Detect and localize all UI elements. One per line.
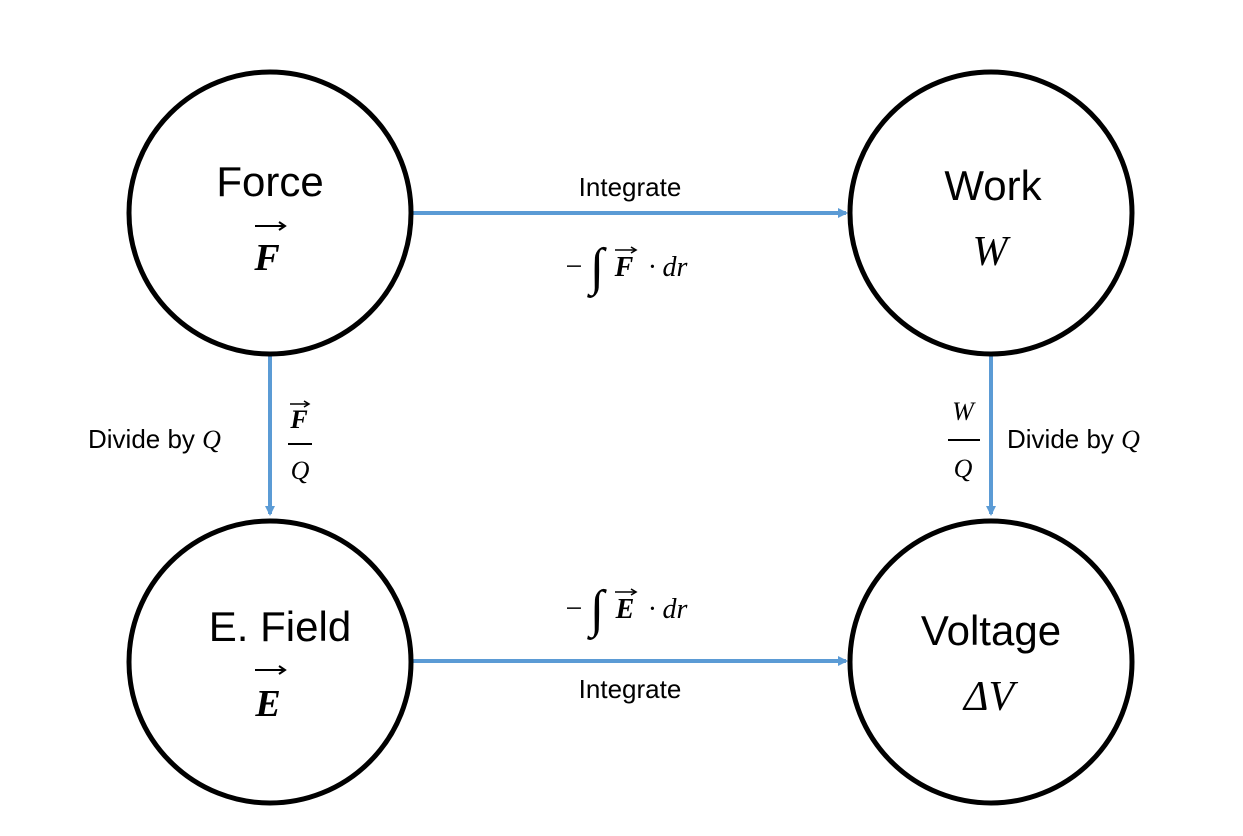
node-work: Work W: [847, 69, 1135, 357]
edge-label-work-to-voltage: W Q Divide by Q: [948, 397, 1140, 483]
node-voltage: Voltage ΔV: [847, 518, 1135, 806]
formula-suffix: · dr: [649, 252, 688, 283]
edge-label-efield-to-voltage: − ∫ E · dr Integrate: [566, 581, 688, 704]
edge-label: Divide by Q: [88, 424, 221, 454]
node-label: E. Field: [209, 603, 351, 650]
fraction-numerator: F: [289, 405, 307, 434]
vector-symbol: F: [614, 252, 634, 283]
minus-sign: −: [566, 592, 583, 625]
integral-sign: ∫: [587, 581, 607, 640]
minus-sign: −: [566, 250, 583, 283]
node-efield: E. Field E: [126, 518, 414, 806]
node-symbol: E: [254, 683, 280, 725]
node-label: Force: [216, 158, 323, 205]
fraction-denominator: Q: [954, 454, 973, 483]
integral-sign: ∫: [587, 239, 607, 298]
node-symbol: F: [253, 237, 279, 279]
edge-label: Divide by Q: [1007, 424, 1140, 454]
node-label: Work: [944, 162, 1042, 209]
node-symbol: ΔV: [962, 674, 1019, 720]
formula-suffix: · dr: [649, 594, 688, 625]
edge-label-force-to-work: Integrate − ∫ F · dr: [566, 172, 688, 298]
edge-label: Integrate: [579, 172, 682, 202]
fraction-numerator: W: [952, 397, 976, 426]
fraction-denominator: Q: [291, 456, 310, 485]
vector-symbol: E: [615, 594, 635, 625]
node-label: Voltage: [921, 607, 1061, 654]
node-symbol: W: [973, 229, 1012, 275]
edge-label: Integrate: [579, 674, 682, 704]
edge-label-force-to-efield: Divide by Q F Q: [88, 400, 312, 485]
node-force: Force F: [126, 69, 414, 357]
